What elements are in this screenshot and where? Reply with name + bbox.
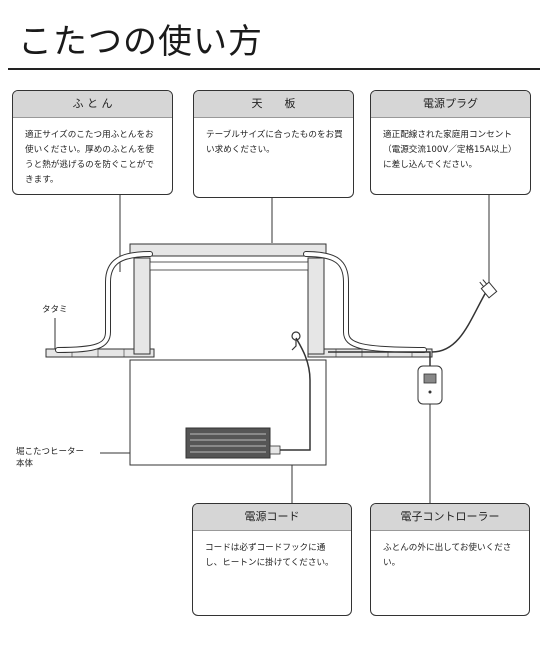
plug-icon: [479, 279, 498, 299]
box-tenban-header: 天 板: [194, 91, 353, 118]
title-divider: [8, 68, 540, 70]
power-cord-upper: [431, 291, 487, 353]
frame-leg-left: [133, 257, 151, 355]
power-cord-mid: [328, 351, 431, 368]
label-tatami: タタミ: [42, 305, 68, 315]
controller-body: [417, 365, 443, 405]
frame-leg-right: [307, 257, 325, 355]
frame-apron: [149, 261, 309, 271]
futon-left-inner: [56, 252, 152, 352]
page-title: こたつの使い方: [18, 22, 263, 62]
box-futon-header: ふ と ん: [13, 91, 172, 118]
futon-right-inner: [304, 252, 426, 352]
box-cord-body: コードは必ずコードフックに通し、ヒートンに掛けてください。: [205, 543, 334, 568]
tabletop: [129, 243, 327, 257]
tatami-left: [45, 348, 155, 358]
heater-grill: [190, 433, 266, 453]
box-plug-header: 電源プラグ: [371, 91, 530, 118]
cord-hook: [291, 340, 297, 351]
box-futon: ふ と ん 適正サイズのこたつ用ふとんをお使いください。厚めのふとんを使うと熱が…: [12, 90, 173, 195]
controller-display: [423, 373, 437, 384]
label-heater-line1: 堀こたつヒーター: [16, 447, 85, 457]
label-heater-line2: 本体: [16, 459, 34, 469]
power-cord-lower: [280, 337, 311, 451]
box-plug-body: 適正配線された家庭用コンセント（電源交流100V／定格15A以上）に差し込んでく…: [383, 130, 517, 170]
box-controller-body: ふとんの外に出してお使いください。: [383, 543, 512, 568]
box-controller: 電子コントローラー ふとんの外に出してお使いください。: [370, 503, 530, 616]
controller-button: [428, 390, 432, 394]
box-tenban-body: テーブルサイズに合ったものをお買い求めください。: [206, 130, 343, 155]
box-cord-header: 電源コード: [193, 504, 351, 531]
heater-unit: [185, 427, 271, 459]
box-futon-body: 適正サイズのこたつ用ふとんをお使いください。厚めのふとんを使うと熱が逃げるのを防…: [25, 130, 154, 185]
box-controller-header: 電子コントローラー: [371, 504, 529, 531]
box-cord: 電源コード コードは必ずコードフックに通し、ヒートンに掛けてください。: [192, 503, 352, 616]
box-plug: 電源プラグ 適正配線された家庭用コンセント（電源交流100V／定格15A以上）に…: [370, 90, 531, 195]
heater-connector: [269, 445, 281, 455]
box-tenban: 天 板 テーブルサイズに合ったものをお買い求めください。: [193, 90, 354, 198]
